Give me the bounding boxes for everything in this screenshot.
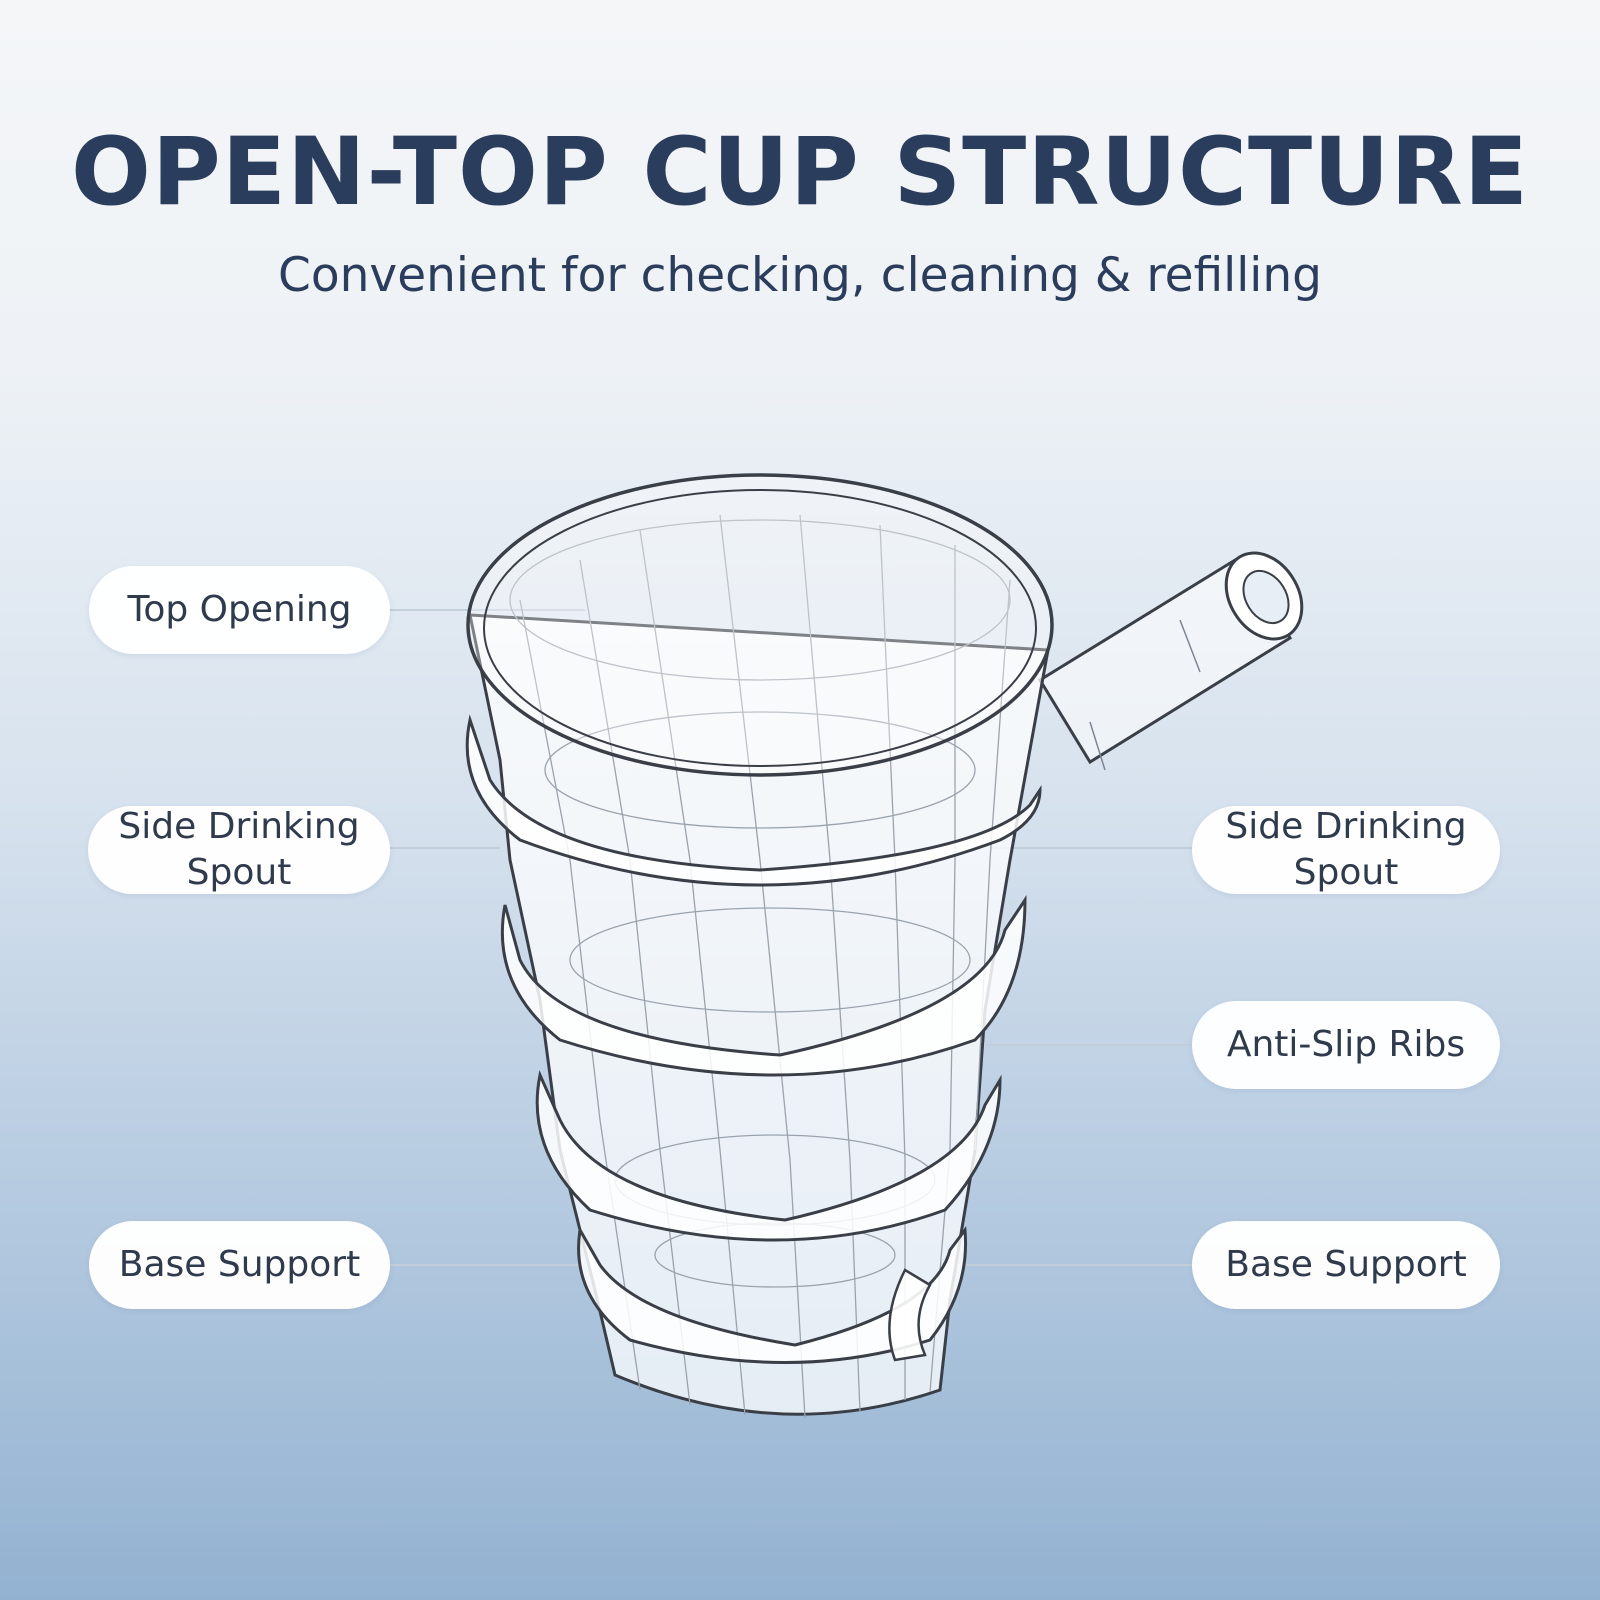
label-side-drinking-spout-right: Side Drinking Spout (1192, 806, 1500, 894)
label-base-support-left: Base Support (89, 1221, 390, 1309)
cup-rim (466, 473, 1054, 777)
label-base-support-right: Base Support (1192, 1221, 1500, 1309)
page-subtitle: Convenient for checking, cleaning & refi… (278, 248, 1322, 303)
page-title: OPEN-TOP CUP STRUCTURE (70, 118, 1530, 227)
anti-slip-ribs (465, 714, 1042, 1364)
leader-lines (385, 609, 1193, 1266)
label-anti-slip-ribs: Anti-Slip Ribs (1192, 1001, 1500, 1089)
straw (1037, 551, 1304, 771)
label-side-drinking-spout-left: Side Drinking Spout (88, 806, 390, 894)
base-notch (888, 1268, 932, 1362)
label-top-opening: Top Opening (89, 566, 390, 654)
